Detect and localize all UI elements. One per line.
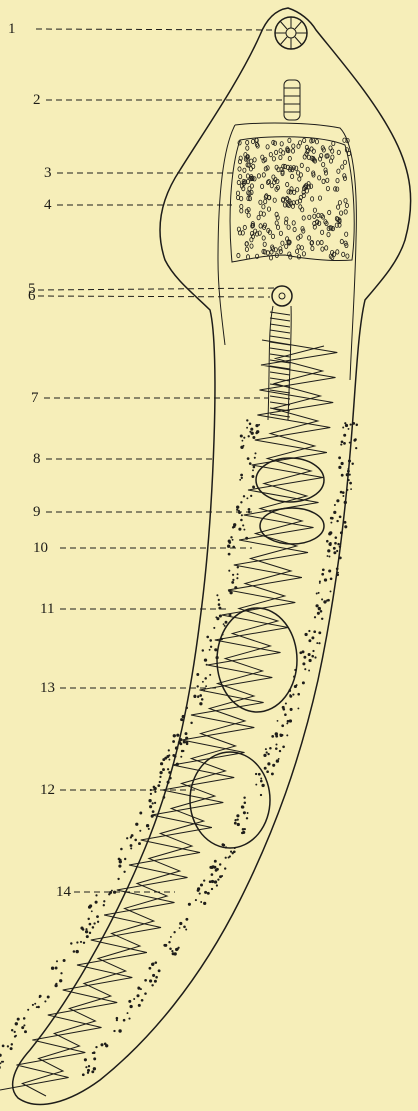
testis-2 xyxy=(260,508,324,544)
label-8: 8 xyxy=(33,452,41,467)
vitelline-dots xyxy=(0,419,358,1080)
label-3: 3 xyxy=(44,166,52,181)
label-6: 6 xyxy=(28,289,36,304)
pharynx xyxy=(284,80,300,120)
label-13: 13 xyxy=(40,681,55,696)
label-4: 4 xyxy=(44,198,52,213)
label-1: 1 xyxy=(8,22,16,37)
label-2: 2 xyxy=(33,93,41,108)
ventral-sucker xyxy=(272,286,292,306)
label-7: 7 xyxy=(31,391,39,406)
label-11: 11 xyxy=(40,602,54,617)
leader-lines xyxy=(36,29,282,892)
label-9: 9 xyxy=(33,505,41,520)
gland-dots xyxy=(236,138,350,260)
label-10: 10 xyxy=(33,541,48,556)
label-14: 14 xyxy=(56,885,71,900)
label-12: 12 xyxy=(40,783,55,798)
uterus-coils xyxy=(0,340,337,1090)
